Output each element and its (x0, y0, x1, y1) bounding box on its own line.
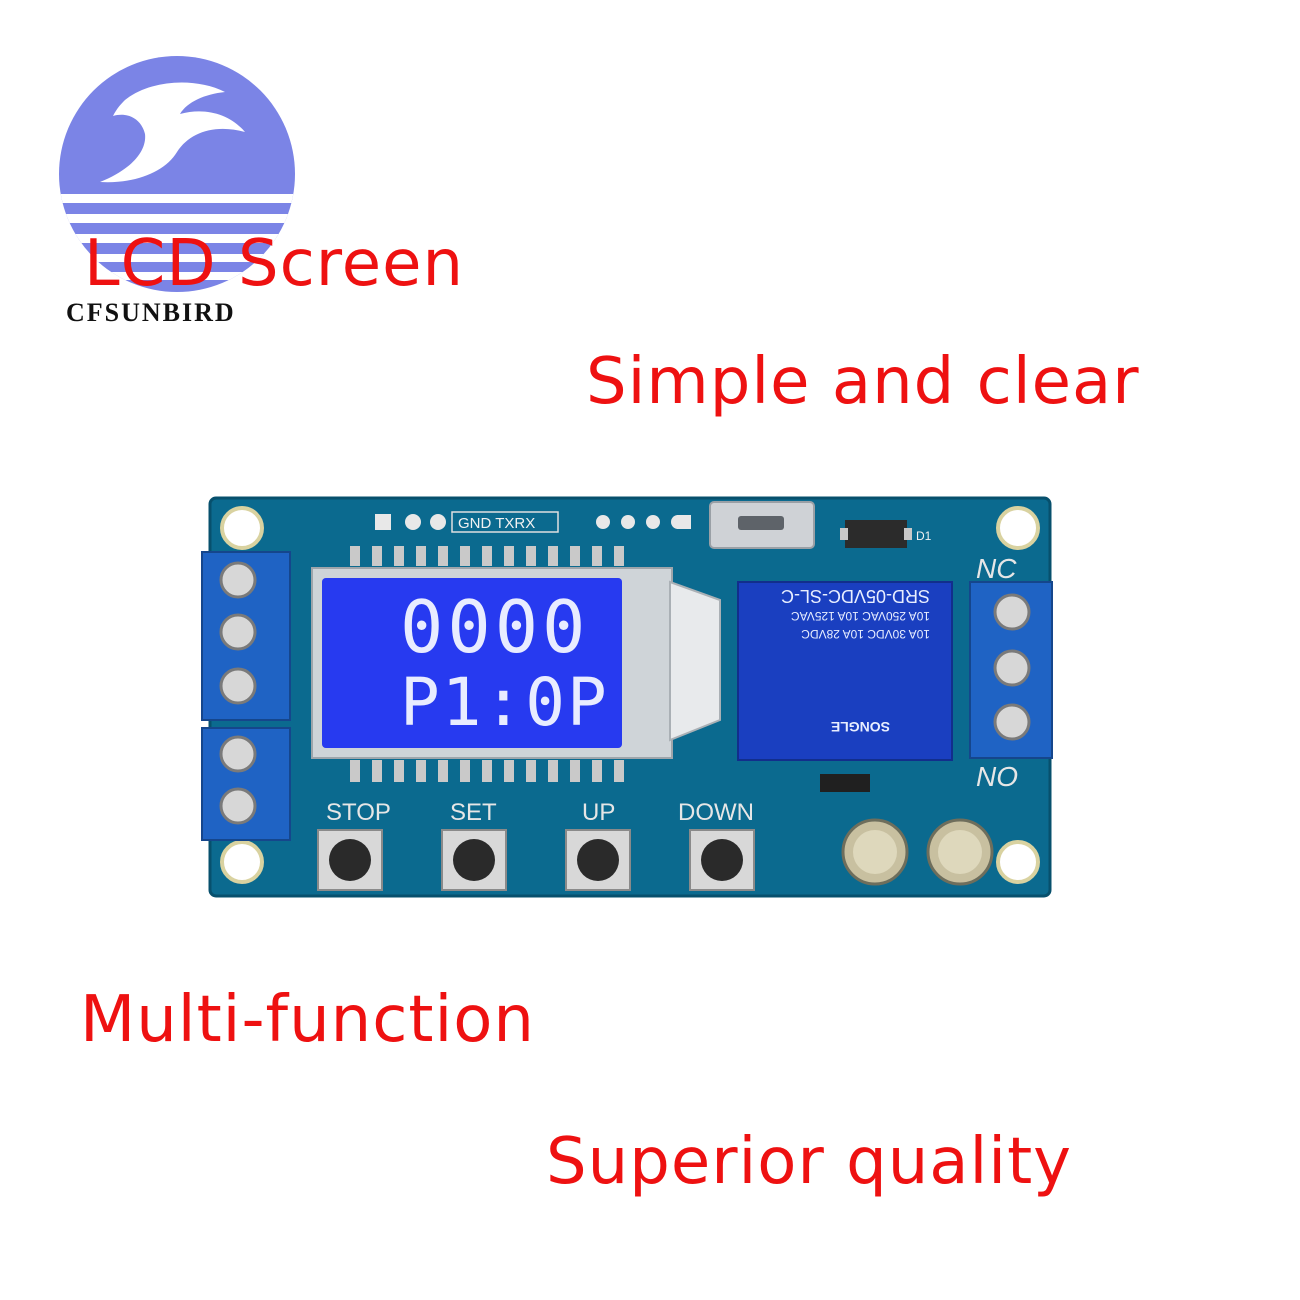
down-button[interactable] (689, 829, 755, 891)
terminal-screws-right (993, 593, 1031, 741)
headline-simple-clear: Simple and clear (586, 345, 1140, 419)
button-label-stop: STOP (326, 799, 391, 826)
set-button[interactable] (441, 829, 507, 891)
relay-brand: SONGLE (831, 719, 890, 735)
relay-rating-1: 10A 250VAC 10A 125VAC (791, 609, 930, 623)
bird-icon (100, 82, 245, 183)
relay-labels: SRD-05VDC-SL-C 10A 250VAC 10A 125VAC 10A… (781, 586, 930, 735)
timer-relay-board: GND TXRX D1 0000 P1:0P (201, 496, 1053, 898)
lcd-pins-bottom (350, 760, 624, 782)
relay-model: SRD-05VDC-SL-C (781, 586, 930, 606)
up-button[interactable] (565, 829, 631, 891)
button-label-up: UP (582, 799, 615, 826)
headline-multi-function: Multi-function (80, 983, 535, 1057)
logo-brand-text: CFSUNBIRD (66, 298, 236, 327)
headline-superior-quality: Superior quality (546, 1125, 1073, 1199)
mounting-hole (220, 840, 264, 884)
logo-circle (59, 56, 295, 292)
stop-button[interactable] (317, 829, 383, 891)
terminal-screws-left (219, 561, 257, 825)
lcd-screen (322, 578, 622, 748)
capacitor (926, 818, 994, 886)
mounting-hole (220, 506, 264, 550)
lcd-line-2: P1:0P (400, 664, 609, 741)
lcd-pins-top (350, 546, 624, 566)
capacitor (841, 818, 909, 886)
logo-stripes (59, 194, 295, 280)
mounting-hole (996, 840, 1040, 884)
program-header-pins (596, 515, 691, 529)
smd-component (820, 774, 870, 792)
headline-lcd-screen: LCD Screen (84, 227, 464, 301)
relay (737, 581, 953, 761)
lcd-line-1: 0000 (400, 585, 589, 669)
button-label-down: DOWN (678, 799, 754, 826)
button-label-set: SET (450, 799, 497, 826)
lcd-backlight-tab (669, 580, 721, 742)
terminal-label-no: NO (976, 761, 1018, 792)
relay-rating-2: 10A 30VDC 10A 28VDC (801, 627, 930, 641)
cfsunbird-logo (59, 56, 295, 292)
serial-header-pins (375, 511, 559, 533)
terminal-label-nc: NC (976, 553, 1017, 584)
mounting-hole (996, 506, 1040, 550)
header-label: GND TXRX (458, 515, 535, 532)
diode (845, 520, 907, 548)
diode-label: D1 (916, 529, 932, 543)
